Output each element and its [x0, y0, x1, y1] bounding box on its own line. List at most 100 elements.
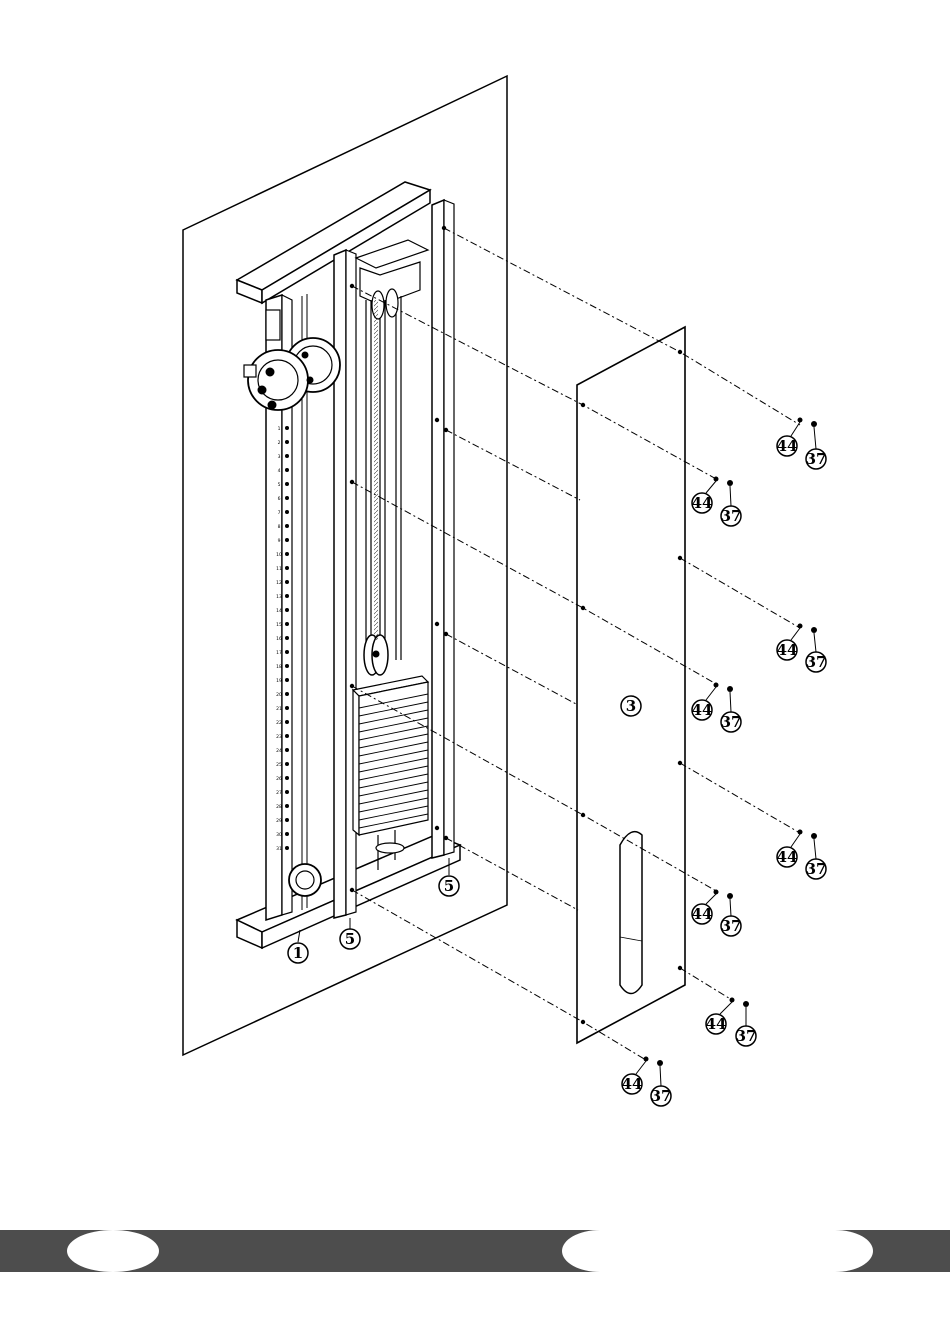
- adjustment-hole: [285, 538, 289, 542]
- adjustment-hole: [285, 510, 289, 514]
- washer-label: 44: [777, 641, 798, 659]
- mounting-hole: [581, 813, 585, 817]
- leader-line: [730, 899, 731, 916]
- hole-number: 25: [276, 762, 282, 768]
- hole-number: 3: [278, 454, 281, 460]
- screw-head: [811, 627, 817, 633]
- alignment-line: [446, 430, 580, 500]
- adjustment-hole: [285, 622, 289, 626]
- alignment-line: [680, 558, 800, 628]
- exploded-assembly-diagram: 1234567891011121314151617181920212223242…: [0, 0, 950, 1180]
- adjustment-hole: [285, 832, 289, 836]
- hole-number: 14: [276, 608, 282, 614]
- adjustment-hole: [285, 678, 289, 682]
- screw-label: 37: [651, 1087, 672, 1105]
- hole-number: 28: [276, 804, 282, 810]
- alignment-line: [680, 968, 732, 1000]
- washer-label: 44: [692, 701, 713, 719]
- adjustment-hole: [285, 664, 289, 668]
- fastener-group: 4437: [777, 624, 827, 673]
- adjustment-hole: [285, 524, 289, 528]
- leader-line: [730, 486, 731, 506]
- alignment-line: [446, 838, 578, 910]
- alignment-line: [680, 763, 800, 833]
- adjustment-hole: [285, 846, 289, 850]
- mounting-hole: [444, 428, 448, 432]
- page-number-pill: [67, 1230, 159, 1272]
- washer-dot: [730, 998, 735, 1003]
- leader-line: [706, 894, 716, 904]
- washer-dot: [644, 1057, 649, 1062]
- hole-number: 29: [276, 818, 282, 824]
- adjustment-hole: [285, 594, 289, 598]
- hole-number: 12: [276, 580, 282, 586]
- cover-panel: [577, 327, 685, 1043]
- hole-number: 21: [276, 706, 282, 712]
- mounting-hole: [678, 761, 682, 765]
- part-label-frame: 1: [293, 944, 303, 962]
- leader-line: [814, 839, 816, 859]
- adjustment-hole: [285, 818, 289, 822]
- hole-number: 31: [276, 846, 282, 852]
- screw-head: [727, 893, 733, 899]
- hole-number: 4: [278, 468, 281, 474]
- mounting-hole: [581, 606, 585, 610]
- leader-line: [720, 1002, 732, 1014]
- adjustment-hole: [285, 804, 289, 808]
- adjustment-hole: [285, 636, 289, 640]
- fastener-group: 4437: [692, 477, 742, 527]
- screw-head: [811, 833, 817, 839]
- adjustment-hole: [285, 706, 289, 710]
- hole-number: 23: [276, 734, 282, 740]
- adjustment-hole: [285, 790, 289, 794]
- section-title-pill: [562, 1230, 873, 1272]
- adjustment-hole: [285, 650, 289, 654]
- leader-line: [791, 628, 800, 640]
- part-label-cover-panel: 3: [626, 697, 636, 715]
- washer-dot: [714, 477, 719, 482]
- mounting-hole: [581, 403, 585, 407]
- screw-head: [727, 480, 733, 486]
- hole-number: 7: [278, 510, 281, 516]
- mounting-hole: [444, 632, 448, 636]
- mounting-hole: [678, 556, 682, 560]
- leader-line: [660, 1066, 661, 1086]
- hole-number: 26: [276, 776, 282, 782]
- adjustment-hole: [285, 748, 289, 752]
- hole-number: 11: [276, 566, 282, 572]
- leader-line: [636, 1061, 646, 1074]
- washer-dot: [714, 683, 719, 688]
- screw-label: 37: [806, 450, 827, 468]
- hole-number: 6: [278, 496, 281, 502]
- screw-label: 37: [806, 860, 827, 878]
- mounting-hole: [350, 480, 354, 484]
- hole-number: 22: [276, 720, 282, 726]
- hole-number: 15: [276, 622, 282, 628]
- hole-number: 10: [276, 552, 282, 558]
- mounting-hole: [678, 966, 682, 970]
- hole-number: 8: [278, 524, 281, 530]
- adjustment-hole: [285, 566, 289, 570]
- washer-label: 44: [706, 1015, 727, 1033]
- washer-dot: [714, 890, 719, 895]
- screw-label: 37: [721, 507, 742, 525]
- hole-number: 17: [276, 650, 282, 656]
- adjustment-hole: [285, 440, 289, 444]
- hole-number: 27: [276, 790, 282, 796]
- mounting-hole: [442, 226, 446, 230]
- mounting-hole: [678, 350, 682, 354]
- adjustment-hole: [285, 426, 289, 430]
- mounting-hole: [435, 418, 439, 422]
- hole-number: 1: [278, 426, 281, 432]
- adjustment-hole: [285, 608, 289, 612]
- adjustment-hole: [285, 776, 289, 780]
- washer-dot: [798, 624, 803, 629]
- hole-number: 5: [278, 482, 281, 488]
- adjustment-hole: [285, 762, 289, 766]
- mounting-hole: [350, 284, 354, 288]
